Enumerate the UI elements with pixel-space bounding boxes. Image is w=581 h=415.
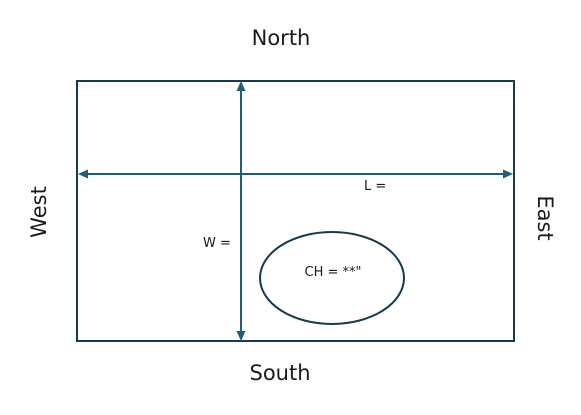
room-outline xyxy=(76,80,515,342)
length-label: L = xyxy=(364,179,386,194)
width-arrow-top-head xyxy=(236,81,246,91)
length-arrow xyxy=(78,169,513,179)
length-arrow-left-head xyxy=(78,169,88,179)
ceiling-height-label: CH = **" xyxy=(305,265,362,280)
length-arrow-right-head xyxy=(503,169,513,179)
south-label: South xyxy=(249,361,310,385)
width-arrow xyxy=(236,81,246,341)
west-label: West xyxy=(27,186,51,238)
east-label: East xyxy=(533,195,557,240)
width-arrow-bottom-head xyxy=(236,331,246,341)
width-label: W = xyxy=(203,236,231,251)
ceiling-height-ellipse xyxy=(259,231,405,325)
north-label: North xyxy=(252,26,311,50)
